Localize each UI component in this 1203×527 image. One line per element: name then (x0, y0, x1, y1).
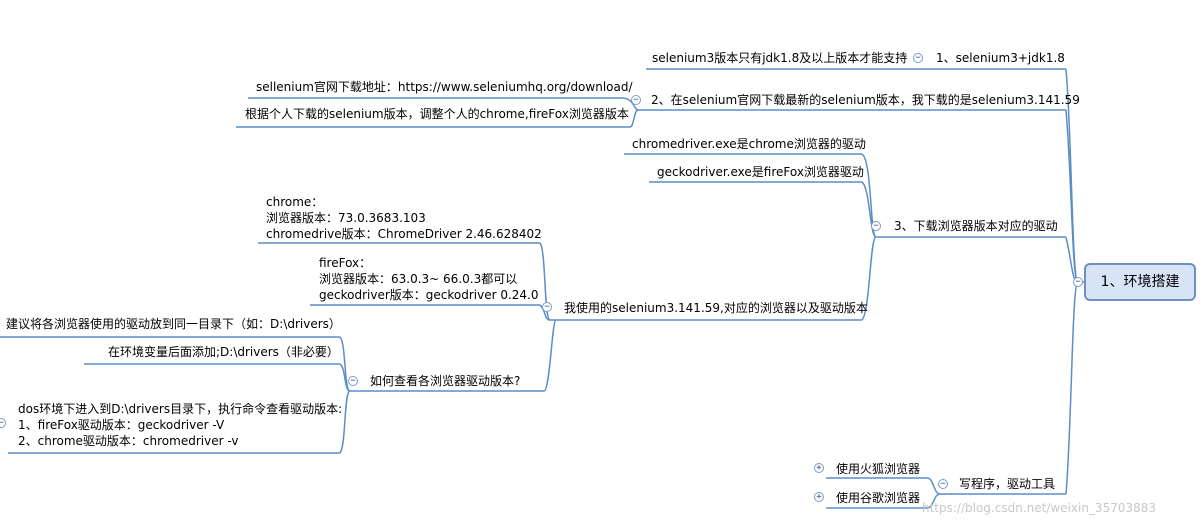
use-firefox-expand-toggle[interactable]: + (814, 463, 824, 473)
root-collapse-toggle[interactable]: − (1073, 277, 1083, 287)
branch-2-title[interactable]: 2、在selenium官网下载最新的selenium版本，我下载的是seleni… (651, 93, 1080, 107)
dos-note-toggle[interactable]: − (0, 418, 6, 428)
chromedriver-note[interactable]: chromedriver.exe是chrome浏览器的驱动 (632, 137, 866, 151)
env-var-note[interactable]: 在环境变量后面添加;D:\drivers（非必要） (108, 345, 339, 359)
branch-3-collapse-toggle[interactable]: − (871, 221, 881, 231)
dos-command-note[interactable]: dos环境下进入到D:\drivers目录下，执行命令查看驱动版本: 1、fir… (18, 402, 343, 448)
branch-1-note[interactable]: selenium3版本只有jdk1.8及以上版本才能支持 (652, 51, 908, 65)
check-versions-title[interactable]: 如何查看各浏览器驱动版本? (370, 374, 521, 388)
same-dir-note[interactable]: 建议将各浏览器使用的驱动放到同一目录下（如：D:\drivers） (6, 317, 341, 331)
chrome-versions-note[interactable]: chrome： 浏览器版本：73.0.3683.103 chromedrive版… (266, 195, 542, 241)
branch-2-version-note[interactable]: 根据个人下载的selenium版本，调整个人的chrome,fireFox浏览器… (245, 107, 629, 121)
use-chrome-node[interactable]: 使用谷歌浏览器 (836, 491, 921, 505)
branch-2-url-note[interactable]: sellenium官网下载地址：https://www.seleniumhq.o… (256, 80, 633, 94)
my-versions-collapse-toggle[interactable]: − (542, 302, 552, 312)
csdn-watermark: https://blog.csdn.net/weixin_35703883 (922, 501, 1157, 515)
root-node[interactable]: 1、环境搭建 (1084, 263, 1196, 301)
use-chrome-expand-toggle[interactable]: + (814, 492, 824, 502)
branch-2-collapse-toggle[interactable]: − (631, 95, 641, 105)
branch-4-title[interactable]: 写程序，驱动工具 (959, 477, 1056, 491)
check-versions-collapse-toggle[interactable]: − (348, 376, 358, 386)
root-label: 1、环境搭建 (1100, 274, 1180, 290)
use-firefox-node[interactable]: 使用火狐浏览器 (836, 462, 921, 476)
branch-3-title[interactable]: 3、下载浏览器版本对应的驱动 (894, 219, 1058, 233)
branch-1-collapse-toggle[interactable]: − (913, 53, 923, 63)
geckodriver-note[interactable]: geckodriver.exe是fireFox浏览器驱动 (657, 165, 864, 179)
branch-1-title[interactable]: 1、selenium3+jdk1.8 (936, 51, 1065, 65)
firefox-versions-note[interactable]: fireFox： 浏览器版本：63.0.3~ 66.0.3都可以 geckodr… (319, 256, 539, 302)
my-versions-title[interactable]: 我使用的selenium3.141.59,对应的浏览器以及驱动版本 (564, 301, 868, 315)
branch-4-collapse-toggle[interactable]: − (938, 479, 948, 489)
